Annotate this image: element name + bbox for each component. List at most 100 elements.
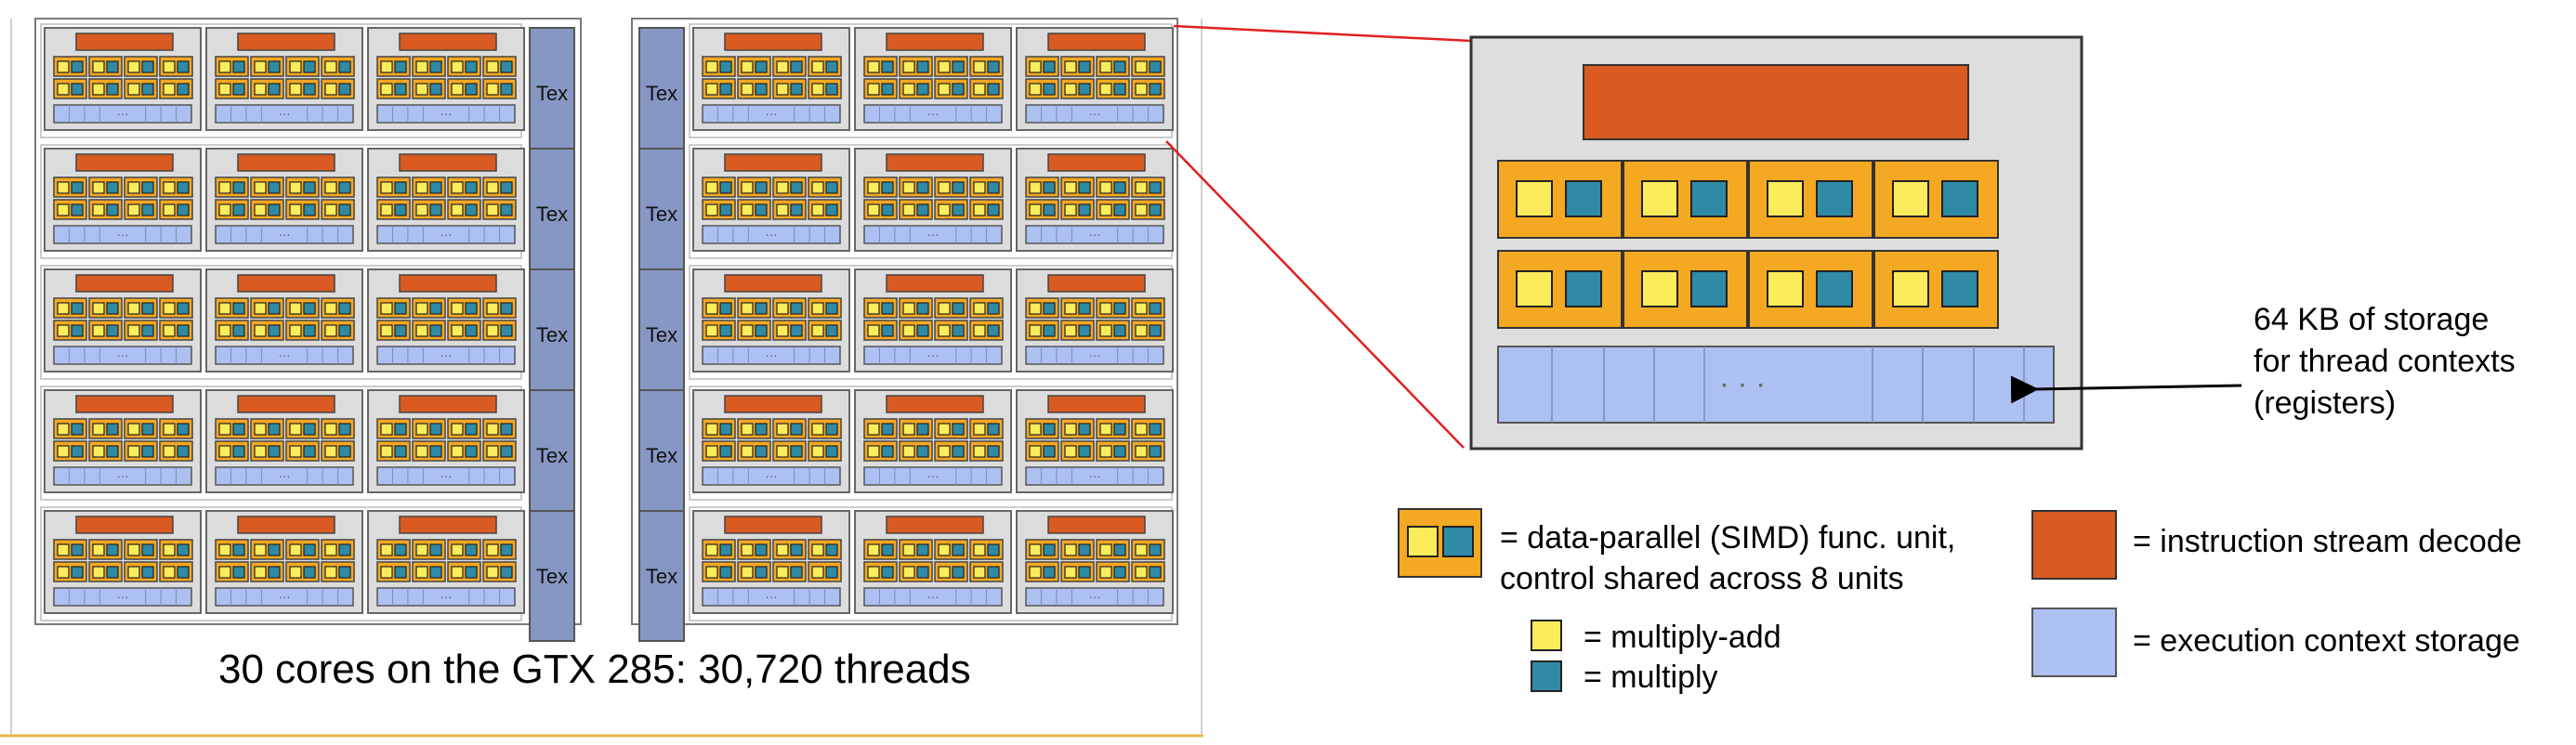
multiply-alu	[106, 543, 119, 556]
multiply-add-alu	[324, 543, 337, 556]
context-storage-large	[1497, 346, 2055, 424]
multiply-alu	[500, 543, 513, 556]
storage-arrow	[2010, 375, 2242, 404]
multiply-add-alu	[867, 203, 880, 216]
multiply-add-alu	[289, 181, 302, 194]
multiply-alu	[916, 324, 929, 337]
multiply-add-alu	[92, 60, 105, 73]
multiply-add-alu	[1029, 566, 1042, 579]
multiply-add-alu	[741, 543, 754, 556]
core-decode-unit	[75, 274, 174, 293]
multiply-alu	[71, 60, 84, 73]
multiply-add-alu	[973, 324, 986, 337]
context-dots-large: · · ·	[1719, 366, 1766, 399]
multiply-add-alu	[289, 423, 302, 436]
multiply-alu	[755, 445, 768, 458]
tex-unit	[529, 148, 575, 280]
multiply-add-alu	[127, 181, 140, 194]
core-decode-unit	[886, 33, 984, 51]
multiply-add-alu	[127, 324, 140, 337]
context-dots: ···	[117, 228, 129, 242]
multiply-alu	[1043, 60, 1056, 73]
context-storage	[702, 587, 841, 607]
multiply-add-alu	[324, 324, 337, 337]
multiply-add-alu	[938, 423, 951, 436]
multiply-alu	[1078, 445, 1091, 458]
multiply-add-alu	[218, 566, 231, 579]
multiply-add-alu	[776, 203, 789, 216]
multiply-add-alu	[902, 566, 915, 579]
multiply-alu	[429, 324, 442, 337]
multiply-alu-large	[1690, 270, 1728, 307]
context-storage	[376, 466, 516, 486]
context-storage	[863, 104, 1003, 124]
multiply-add-alu	[380, 324, 393, 337]
multiply-alu	[719, 445, 732, 458]
multiply-alu-large	[1565, 180, 1602, 217]
multiply-add-alu-large	[1892, 180, 1929, 217]
multiply-alu	[394, 60, 407, 73]
multiply-alu	[500, 423, 513, 436]
multiply-alu	[1078, 543, 1091, 556]
context-storage	[376, 225, 516, 244]
multiply-add-alu	[902, 83, 915, 96]
multiply-add-alu-large	[1641, 180, 1678, 217]
multiply-alu	[268, 423, 281, 436]
core-decode-unit	[399, 153, 497, 172]
multiply-alu	[177, 60, 190, 73]
multiply-add-alu	[415, 60, 428, 73]
multiply-add-alu	[1029, 181, 1042, 194]
multiply-add-alu	[938, 543, 951, 556]
multiply-alu	[500, 203, 513, 216]
multiply-add-alu	[1135, 60, 1148, 73]
multiply-alu	[429, 60, 442, 73]
multiply-alu	[106, 60, 119, 73]
context-dots: ···	[279, 469, 291, 483]
multiply-add-alu	[1099, 181, 1112, 194]
multiply-alu	[987, 302, 1000, 315]
core-decode-unit	[75, 33, 174, 51]
multiply-alu	[177, 203, 190, 216]
multiply-add-alu	[705, 324, 718, 337]
multiply-alu	[232, 324, 245, 337]
legend-multiply-add-swatch	[1531, 620, 1562, 651]
multiply-alu	[825, 302, 838, 315]
multiply-alu	[141, 566, 154, 579]
context-dots: ···	[279, 107, 291, 121]
multiply-alu	[465, 60, 478, 73]
multiply-add-alu	[254, 543, 267, 556]
tex-label: Tex	[646, 203, 677, 226]
context-dots: ···	[1089, 348, 1101, 362]
multiply-add-alu	[938, 566, 951, 579]
multiply-alu	[177, 302, 190, 315]
multiply-add-alu	[415, 83, 428, 96]
multiply-alu	[1078, 566, 1091, 579]
core-decode-unit	[237, 153, 335, 172]
legend-multiply-text: = multiply	[1584, 660, 1718, 695]
multiply-add-alu	[705, 83, 718, 96]
multiply-add-alu	[811, 203, 824, 216]
multiply-add-alu	[973, 566, 986, 579]
multiply-alu	[303, 445, 316, 458]
context-dots: ···	[117, 590, 129, 604]
multiply-add-alu	[741, 203, 754, 216]
multiply-alu	[1113, 302, 1126, 315]
multiply-alu	[106, 203, 119, 216]
core-decode-unit	[1047, 153, 1146, 172]
context-storage	[1025, 587, 1164, 607]
multiply-add-alu	[324, 302, 337, 315]
context-dots: ···	[1089, 590, 1101, 604]
multiply-add-alu	[1029, 60, 1042, 73]
multiply-add-alu	[486, 324, 499, 337]
multiply-alu	[465, 83, 478, 96]
multiply-add-alu	[705, 423, 718, 436]
core-decode-unit	[886, 274, 984, 293]
multiply-add-alu	[1029, 543, 1042, 556]
multiply-alu	[71, 566, 84, 579]
multiply-alu	[429, 203, 442, 216]
multiply-add-alu	[218, 445, 231, 458]
multiply-add-alu	[415, 324, 428, 337]
multiply-alu	[1149, 83, 1162, 96]
core-decode-unit	[399, 395, 497, 413]
legend-simd-swatch-mul	[1442, 526, 1474, 557]
